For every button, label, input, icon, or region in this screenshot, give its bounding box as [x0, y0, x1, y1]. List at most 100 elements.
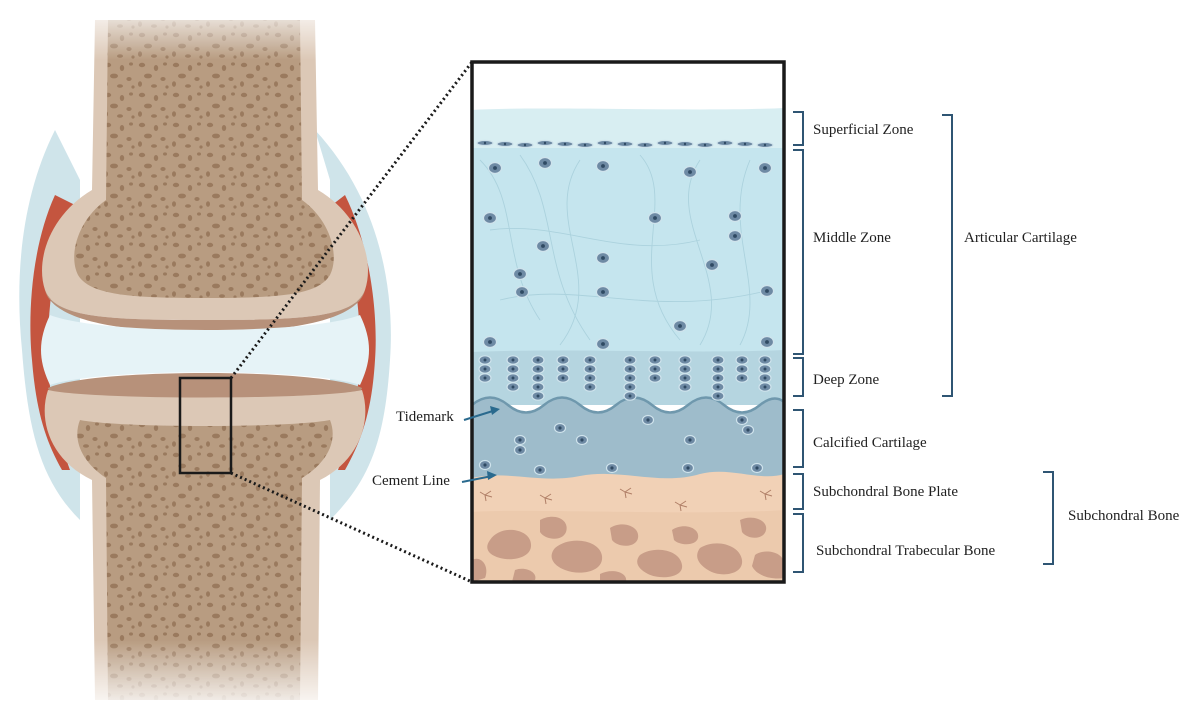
bracket-deep-zone: [793, 357, 804, 397]
superficial-cell-nucleus: [683, 142, 687, 146]
calcified-cartilage-cell-nucleus: [518, 438, 522, 442]
deep-zone-cell-nucleus: [763, 358, 767, 362]
deep-zone-cell-nucleus: [561, 376, 565, 380]
tidemark-arrow: [463, 409, 497, 421]
superficial-cell-nucleus: [583, 143, 587, 147]
superficial-cell-nucleus: [623, 142, 627, 146]
deep-zone-cell-nucleus: [653, 376, 657, 380]
label-deep-zone: Deep Zone: [813, 372, 880, 388]
deep-zone-cell-nucleus: [536, 376, 540, 380]
deep-zone-cell-nucleus: [588, 358, 592, 362]
middle-zone-layer: [472, 148, 784, 358]
superficial-cell-nucleus: [763, 143, 767, 147]
femur-inner: [74, 20, 334, 298]
deep-zone-cell-nucleus: [628, 367, 632, 371]
calcified-cartilage-cell-nucleus: [686, 466, 690, 470]
middle-zone-cell-nucleus: [601, 164, 605, 168]
deep-zone-cell-nucleus: [483, 376, 487, 380]
brackets: [793, 111, 1054, 573]
deep-zone-cell-nucleus: [683, 367, 687, 371]
deep-zone-cell-nucleus: [683, 376, 687, 380]
deep-zone-cell-nucleus: [483, 358, 487, 362]
osteocytes: [479, 487, 773, 512]
superficial-cell-nucleus: [543, 141, 547, 145]
collagen-fibers: [479, 154, 771, 346]
femur-cartilage: [45, 290, 365, 332]
middle-zone-cell-nucleus: [733, 214, 737, 218]
cartilage-detail-panel: [472, 62, 784, 582]
deep-zone-cell-nucleus: [628, 358, 632, 362]
deep-zone-cell-nucleus: [561, 367, 565, 371]
deep-zone-cell-nucleus: [683, 358, 687, 362]
middle-zone-cell-nucleus: [678, 324, 682, 328]
bracket-subchondral-bone-plate: [793, 473, 804, 510]
superficial-cell-nucleus: [643, 143, 647, 147]
deep-zone-cell-nucleus: [653, 358, 657, 362]
superficial-cell-nucleus: [703, 143, 707, 147]
calcified-cartilage-cell-nucleus: [610, 466, 614, 470]
trabecular-pores: [472, 516, 784, 582]
superficial-cell-nucleus: [743, 142, 747, 146]
middle-zone-cell-nucleus: [763, 166, 767, 170]
middle-zone-cell-nucleus: [765, 340, 769, 344]
deep-zone-cell-nucleus: [716, 367, 720, 371]
cement-line-arrow: [461, 475, 493, 483]
deep-zone-cell-nucleus: [628, 376, 632, 380]
label-cement-line: Cement Line: [372, 473, 450, 489]
superficial-cell-nucleus: [483, 141, 487, 145]
middle-zone-cell-nucleus: [601, 342, 605, 346]
superficial-cell-nucleus: [523, 143, 527, 147]
calcified-cartilage-cell-nucleus: [558, 426, 562, 430]
superficial-cell-nucleus: [563, 142, 567, 146]
deep-zone-cell-nucleus: [716, 358, 720, 362]
deep-zone-cell-nucleus: [588, 376, 592, 380]
middle-zone-cell-nucleus: [653, 216, 657, 220]
calcified-cartilage-cell-nucleus: [538, 468, 542, 472]
pointer-arrows: [461, 406, 500, 483]
middle-zone-cell-nucleus: [601, 256, 605, 260]
calcified-cartilage-cell-nucleus: [688, 438, 692, 442]
deep-zone-cell-nucleus: [628, 385, 632, 389]
zoom-line-top: [229, 61, 474, 379]
detail-panel-border: [470, 60, 786, 584]
deep-zone-cell-nucleus: [511, 376, 515, 380]
deep-zone-cell-nucleus: [740, 358, 744, 362]
deep-zone-cell-nucleus: [628, 394, 632, 398]
calcified-cartilage-cell-nucleus: [755, 466, 759, 470]
bracket-subchondral-trabecular-bone: [793, 513, 804, 573]
calcified-cartilage-cell-nucleus: [518, 448, 522, 452]
synovial-fluid: [41, 315, 369, 385]
middle-zone-cell-nucleus: [710, 263, 714, 267]
knee-joint: [19, 0, 391, 715]
deep-zone-cell-nucleus: [763, 385, 767, 389]
middle-zone-cell-nucleus: [601, 290, 605, 294]
superficial-cell-nucleus: [503, 142, 507, 146]
deep-zone-cell-nucleus: [740, 376, 744, 380]
superficial-cell-nucleus: [603, 141, 607, 145]
tibia-cartilage: [48, 373, 362, 402]
deep-zone-cell-nucleus: [716, 376, 720, 380]
bracket-subchondral-bone: [1043, 471, 1054, 565]
zoom-line-bottom: [230, 471, 473, 584]
calcified-cartilage-cell-nucleus: [740, 418, 744, 422]
deep-zone-cell-nucleus: [716, 385, 720, 389]
middle-zone-cell-nucleus: [493, 166, 497, 170]
bracket-calcified-cartilage: [793, 409, 804, 468]
calcified-cartilage-cell-nucleus: [746, 428, 750, 432]
deep-zone-cell-nucleus: [511, 367, 515, 371]
label-superficial-zone: Superficial Zone: [813, 122, 914, 138]
label-calcified-cartilage: Calcified Cartilage: [813, 435, 927, 451]
middle-zone-cell-nucleus: [543, 161, 547, 165]
bracket-superficial-zone: [793, 111, 804, 146]
bracket-middle-zone: [793, 149, 804, 355]
deep-zone-cell-nucleus: [536, 367, 540, 371]
deep-zone-cell-nucleus: [536, 385, 540, 389]
calcified-cartilage-cell-nucleus: [580, 438, 584, 442]
middle-zone-cell-nucleus: [688, 170, 692, 174]
deep-zone-cell-nucleus: [561, 358, 565, 362]
calcified-cartilage-cell-nucleus: [646, 418, 650, 422]
deep-zone-cell-nucleus: [588, 367, 592, 371]
synovial-membrane-left: [30, 195, 75, 470]
label-articular-cartilage: Articular Cartilage: [964, 230, 1077, 246]
chondrocytes: [476, 139, 775, 476]
